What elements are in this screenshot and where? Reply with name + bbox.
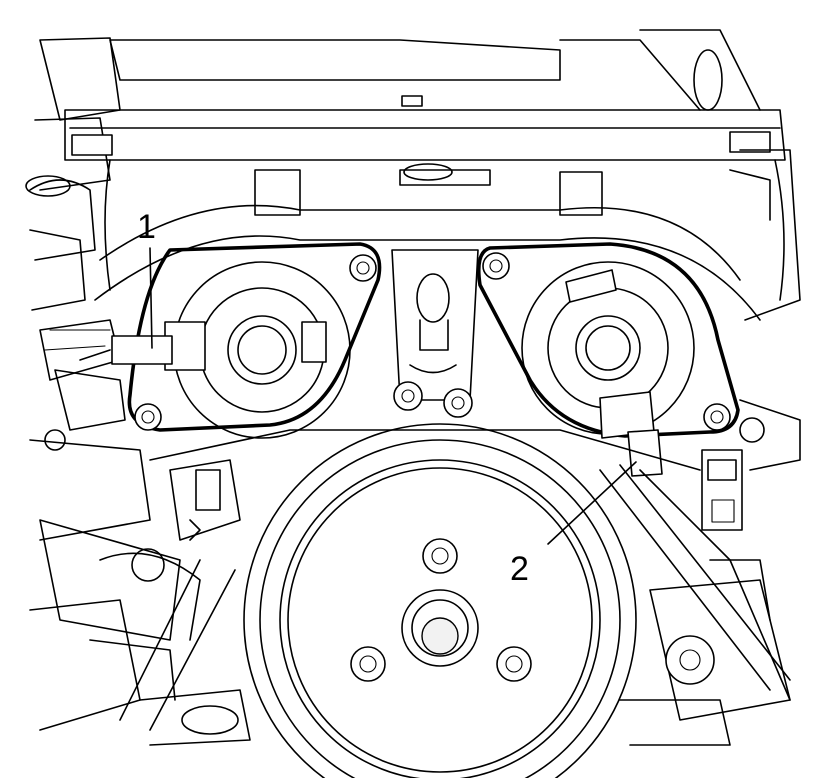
right-camshaft-actuator — [476, 242, 740, 477]
left-camshaft-actuator — [79, 242, 382, 439]
timing-cover-upper — [64, 29, 786, 301]
callout-2-leader — [547, 461, 637, 545]
center-components — [391, 249, 479, 418]
callout-1-label: 1 — [137, 208, 156, 246]
drive-belt — [119, 429, 791, 731]
leader-lines — [149, 247, 637, 545]
crankshaft-pulley — [243, 423, 637, 778]
right-engine-parts — [619, 149, 801, 746]
callout-2-label: 2 — [510, 550, 529, 588]
left-engine-parts — [25, 37, 251, 746]
callout-1-leader — [149, 247, 153, 349]
